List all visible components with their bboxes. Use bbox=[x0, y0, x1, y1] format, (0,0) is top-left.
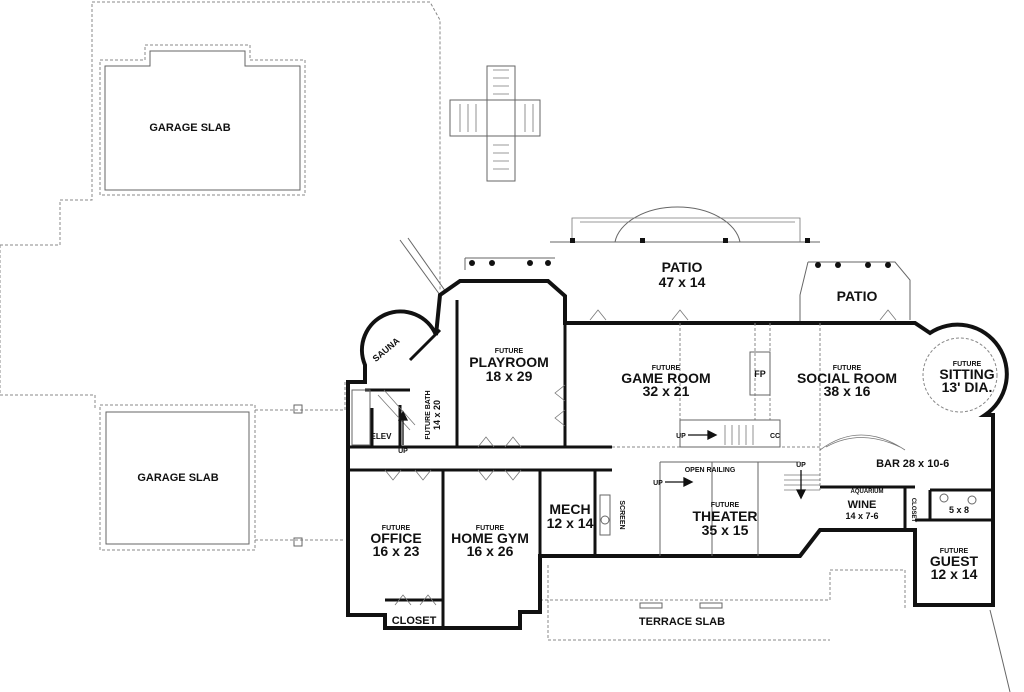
sauna-label: SAUNA bbox=[371, 335, 402, 364]
mech-size: 12 x 14 bbox=[547, 515, 594, 531]
future-bath-name: FUTURE BATH bbox=[425, 390, 432, 439]
guest-name: GUEST bbox=[930, 553, 979, 569]
office-prefix: FUTURE bbox=[382, 525, 411, 532]
home-gym-prefix: FUTURE bbox=[476, 525, 505, 532]
patio-outline bbox=[464, 206, 911, 322]
patio-side-label: PATIO bbox=[837, 288, 878, 304]
sitting-name: SITTING bbox=[939, 366, 994, 382]
closet-office-label: CLOSET bbox=[392, 615, 437, 627]
game-room-size: 32 x 21 bbox=[643, 383, 690, 399]
guest-size: 12 x 14 bbox=[931, 566, 978, 582]
up-bar-label: UP bbox=[796, 462, 806, 469]
future-bath-size: 14 x 20 bbox=[432, 400, 442, 430]
fireplace-label: FP bbox=[754, 369, 766, 379]
social-room-size: 38 x 16 bbox=[824, 383, 871, 399]
game-room-prefix: FUTURE bbox=[652, 365, 681, 372]
playroom-prefix: FUTURE bbox=[495, 348, 524, 355]
patio-main-name: PATIO bbox=[662, 259, 703, 275]
bath-small-size: 5 x 8 bbox=[949, 505, 969, 515]
playroom-size: 18 x 29 bbox=[486, 368, 533, 384]
aquarium-label: AQUARIUM bbox=[851, 489, 884, 495]
up-theater-label: UP bbox=[653, 480, 663, 487]
garage-slab-bottom-label: GARAGE SLAB bbox=[137, 472, 218, 484]
theater-name: THEATER bbox=[692, 508, 757, 524]
exterior-stair bbox=[449, 65, 541, 182]
wine-size: 14 x 7-6 bbox=[845, 511, 878, 521]
social-room-prefix: FUTURE bbox=[833, 365, 862, 372]
exterior-walls bbox=[346, 279, 1009, 630]
elev-label: ELEV bbox=[371, 432, 393, 441]
office-name: OFFICE bbox=[370, 530, 421, 546]
room-labels: GARAGE SLAB GARAGE SLAB PATIO 47 x 14 PA… bbox=[137, 122, 994, 628]
game-room-stair bbox=[679, 419, 781, 448]
bar-size: 28 x 10-6 bbox=[903, 458, 949, 470]
screen-label: SCREEN bbox=[618, 500, 625, 529]
mech-name: MECH bbox=[549, 501, 590, 517]
stair-arrows bbox=[397, 410, 807, 500]
fireplace-box bbox=[749, 351, 771, 396]
coat-closet-label: CC bbox=[770, 433, 780, 440]
social-room-name: SOCIAL ROOM bbox=[797, 370, 897, 386]
sitting-prefix: FUTURE bbox=[953, 361, 982, 368]
closet-side-label: CLOSET bbox=[910, 498, 916, 523]
wine-name: WINE bbox=[848, 499, 877, 511]
guest-prefix: FUTURE bbox=[940, 548, 969, 555]
home-gym-size: 16 x 26 bbox=[467, 543, 514, 559]
patio-main-size: 47 x 14 bbox=[659, 274, 706, 290]
game-room-name: GAME ROOM bbox=[621, 370, 710, 386]
up-game-label: UP bbox=[676, 433, 686, 440]
home-gym-name: HOME GYM bbox=[451, 530, 529, 546]
up-elev-label: UP bbox=[398, 448, 408, 455]
theater-size: 35 x 15 bbox=[702, 522, 749, 538]
playroom-name: PLAYROOM bbox=[469, 354, 549, 370]
garage-slab-top-label: GARAGE SLAB bbox=[149, 122, 230, 134]
office-size: 16 x 23 bbox=[373, 543, 420, 559]
sitting-size: 13' DIA. bbox=[942, 379, 993, 395]
theater-prefix: FUTURE bbox=[711, 502, 740, 509]
open-railing-label: OPEN RAILING bbox=[685, 467, 736, 474]
interior-details bbox=[351, 309, 998, 609]
terrace-slab-label: TERRACE SLAB bbox=[639, 616, 725, 628]
bar-name: BAR bbox=[876, 458, 900, 470]
